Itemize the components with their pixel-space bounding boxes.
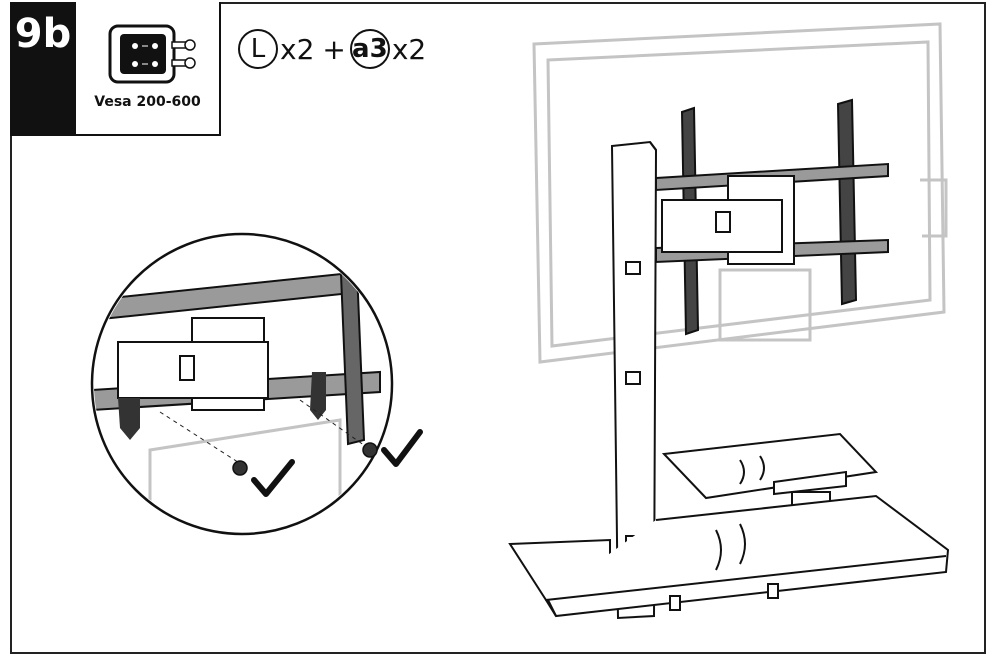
vesa-label: Vesa 200-600	[94, 94, 201, 110]
part-qty-l: x2	[280, 32, 315, 66]
part-badge-a3: a3	[349, 29, 390, 69]
vesa-info-box: Vesa 200-600	[76, 2, 221, 136]
screw-icon	[171, 39, 196, 69]
parts-needed: L x2 + a3 x2	[238, 26, 430, 72]
step-number: 9b	[10, 2, 76, 136]
part-badge-l: L	[238, 29, 278, 69]
vesa-plate-icon	[108, 24, 196, 84]
part-qty-a3: x2	[391, 32, 427, 66]
instruction-frame	[10, 2, 986, 654]
plus-sign: +	[322, 32, 346, 66]
